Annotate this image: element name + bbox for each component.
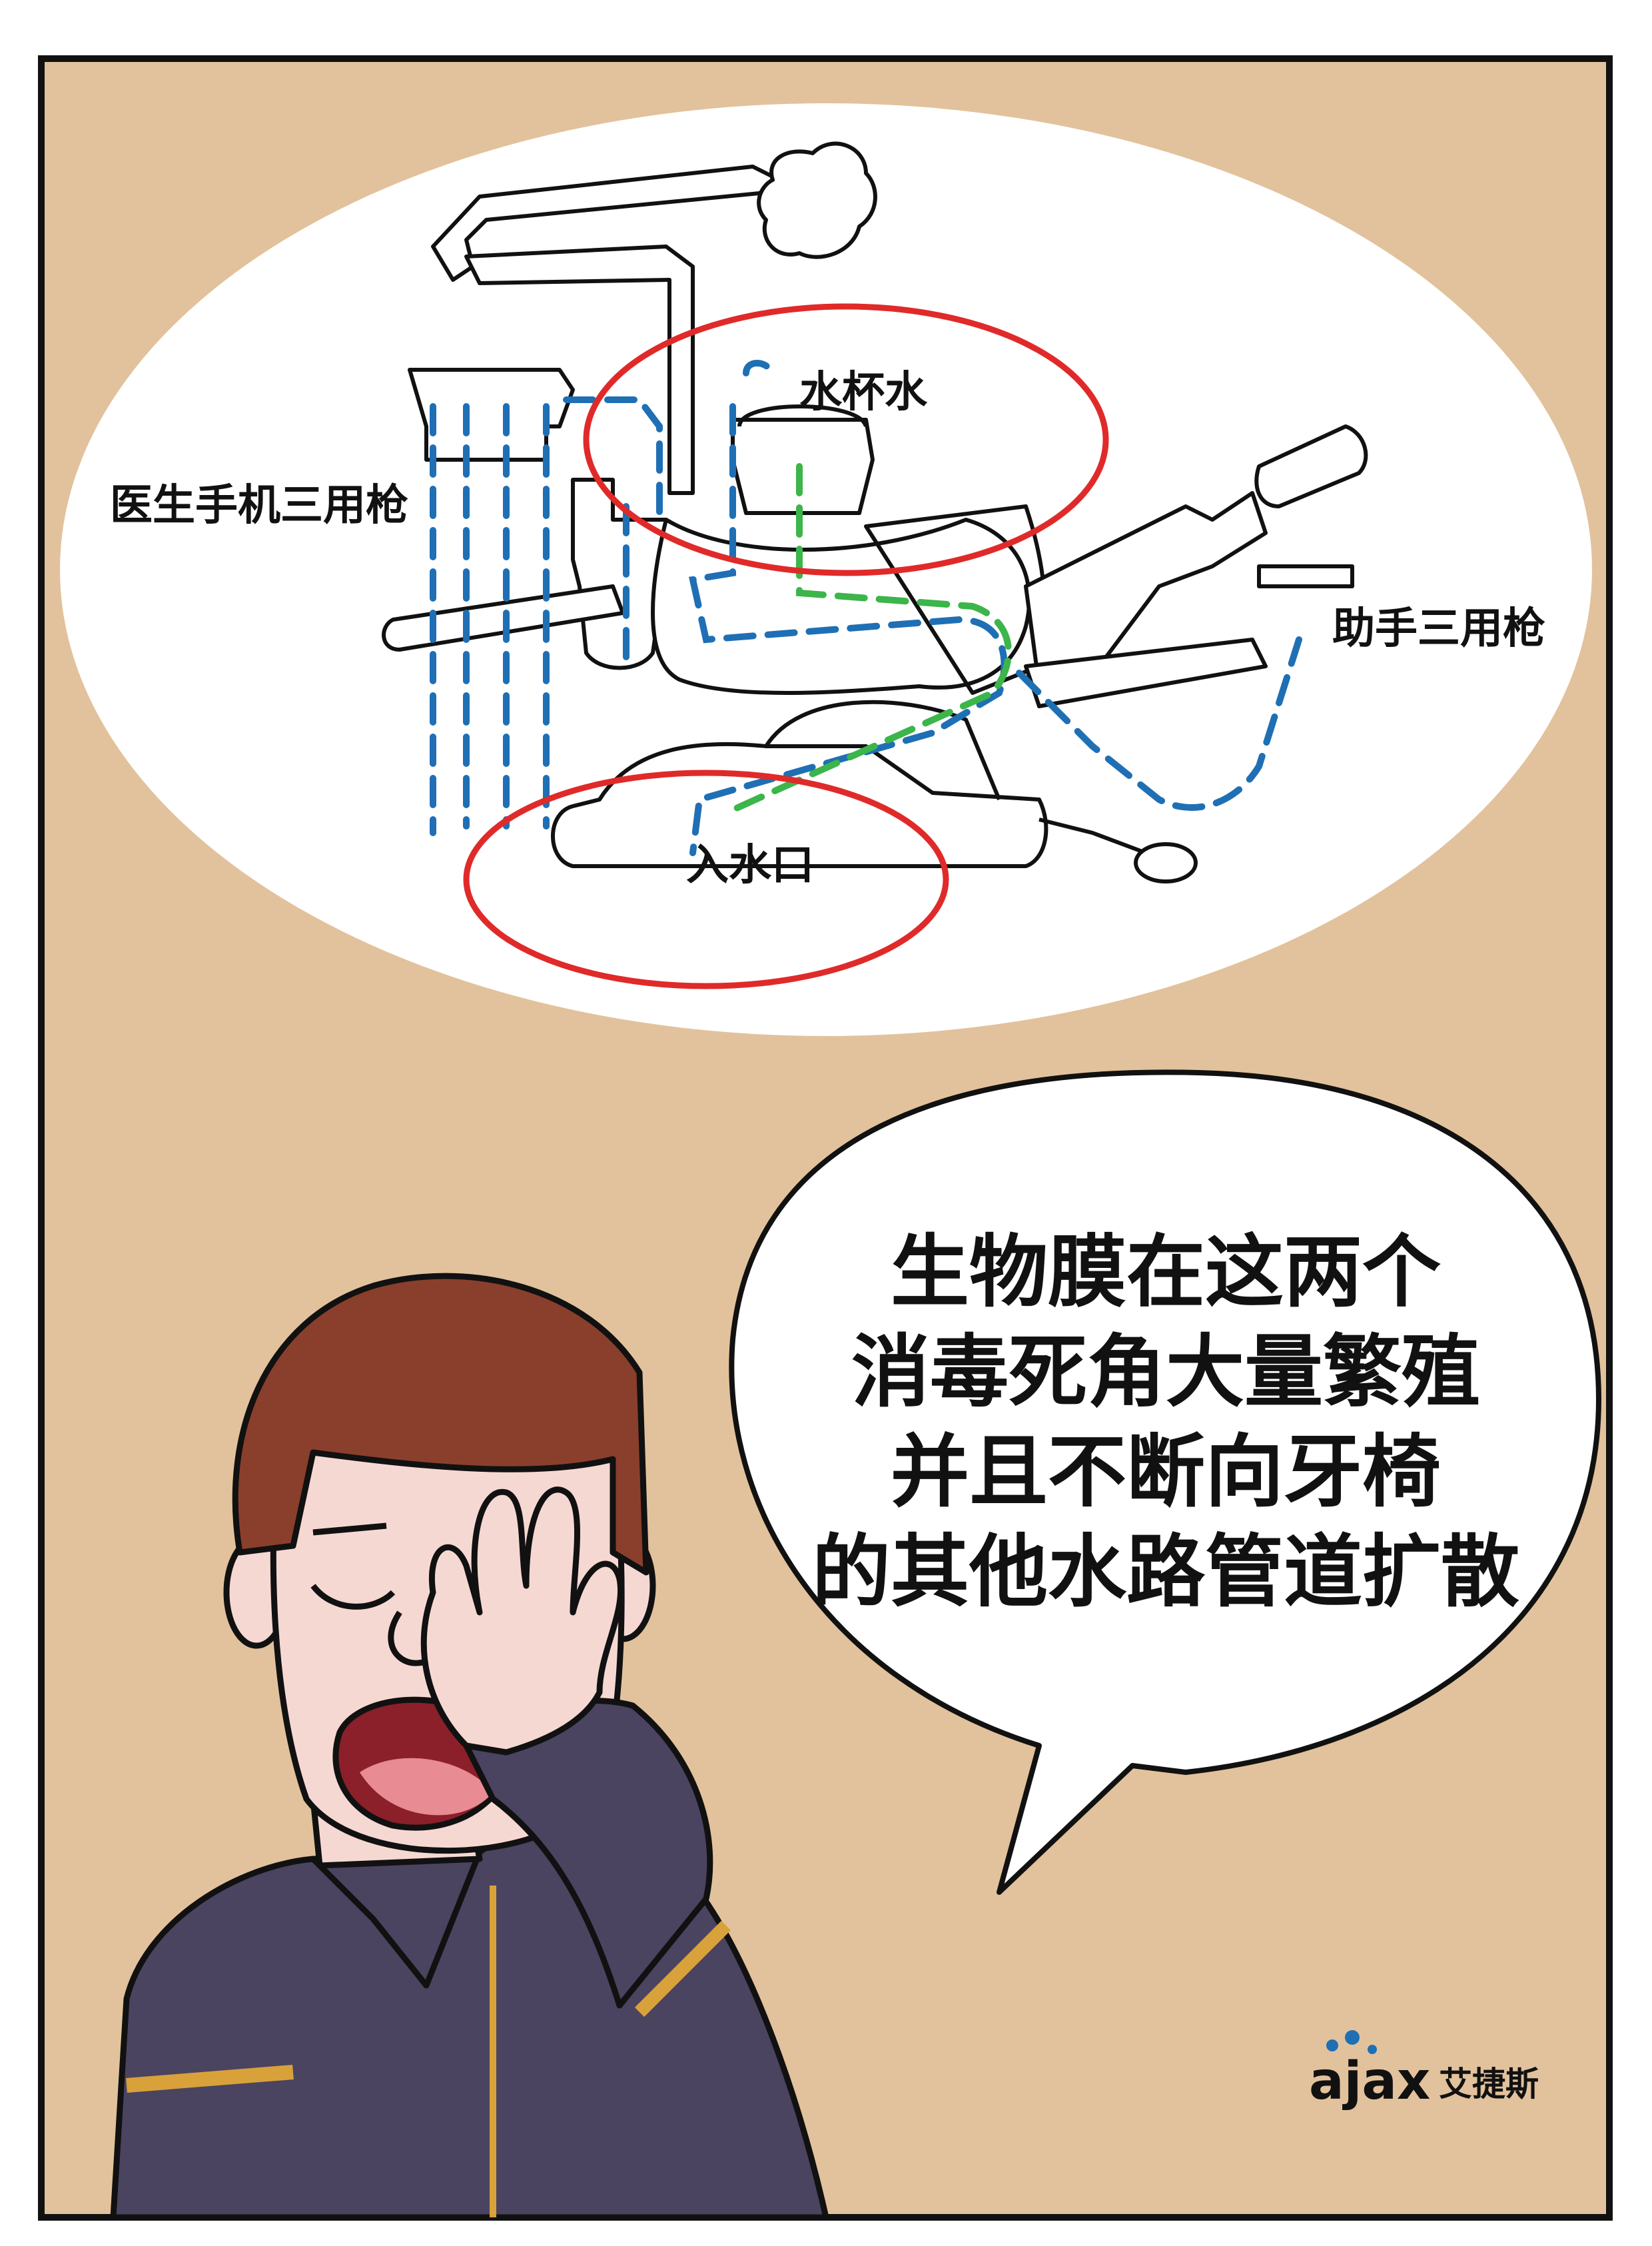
highlight-circle-inlet xyxy=(463,770,949,989)
label-water-inlet: 入水口 xyxy=(686,841,814,890)
lamp-post xyxy=(464,245,695,495)
green-line xyxy=(723,463,1012,816)
cup-spout xyxy=(743,360,776,376)
speech-line-1: 生物膜在这两个 xyxy=(891,1226,1441,1318)
facepalm-character xyxy=(110,1273,829,2221)
foot-pedal xyxy=(1134,842,1198,883)
brand-logo: ajax 艾捷斯 xyxy=(1309,2030,1539,2111)
eyebrow-left xyxy=(312,1522,387,1536)
logo-brand-cn: 艾捷斯 xyxy=(1439,2065,1539,2103)
logo-dot-2 xyxy=(1345,2030,1360,2045)
hair xyxy=(232,1273,649,1576)
water-lines xyxy=(430,360,1302,856)
cup-feed-line xyxy=(563,396,663,523)
speech-bubble: 生物膜在这两个 消毒死角大量繁殖 并且不断向牙椅 的其他水路管道扩散 xyxy=(729,1069,1601,1895)
logo-dot-1 xyxy=(1326,2039,1338,2051)
speech-line-2: 消毒死角大量繁殖 xyxy=(851,1326,1480,1418)
speech-line-4: 的其他水路管道扩散 xyxy=(812,1526,1519,1618)
label-doctor-gun: 医生手机三用枪 xyxy=(110,481,408,530)
collar xyxy=(310,1851,483,1989)
foot-pedal-cable xyxy=(1038,818,1147,855)
highlight-circle-cup xyxy=(583,303,1109,576)
tongue xyxy=(360,1758,493,1816)
spittoon-rim xyxy=(737,404,868,428)
lamp-head xyxy=(757,141,877,259)
chest-stripe-left xyxy=(126,2065,294,2093)
speech-bubble-shape xyxy=(729,1069,1601,1895)
assistant-tray xyxy=(1257,564,1354,588)
hand xyxy=(420,1486,623,1756)
chair-headrest xyxy=(1254,424,1368,508)
sleeve-stripe xyxy=(634,1920,731,2017)
main-supply-line xyxy=(688,403,1008,856)
thought-bubble: 水杯水 医生手机三用枪 助手三用枪 入水口 xyxy=(60,103,1592,1036)
label-assistant-gun: 助手三用枪 xyxy=(1332,604,1545,654)
eye-left xyxy=(310,1584,396,1610)
speech-line-3: 并且不断向牙椅 xyxy=(891,1426,1441,1518)
logo-wordmark: ajax xyxy=(1309,2051,1430,2111)
label-cup-water: 水杯水 xyxy=(799,368,928,417)
logo-dot-3 xyxy=(1368,2045,1377,2054)
assistant-line xyxy=(1016,636,1302,811)
